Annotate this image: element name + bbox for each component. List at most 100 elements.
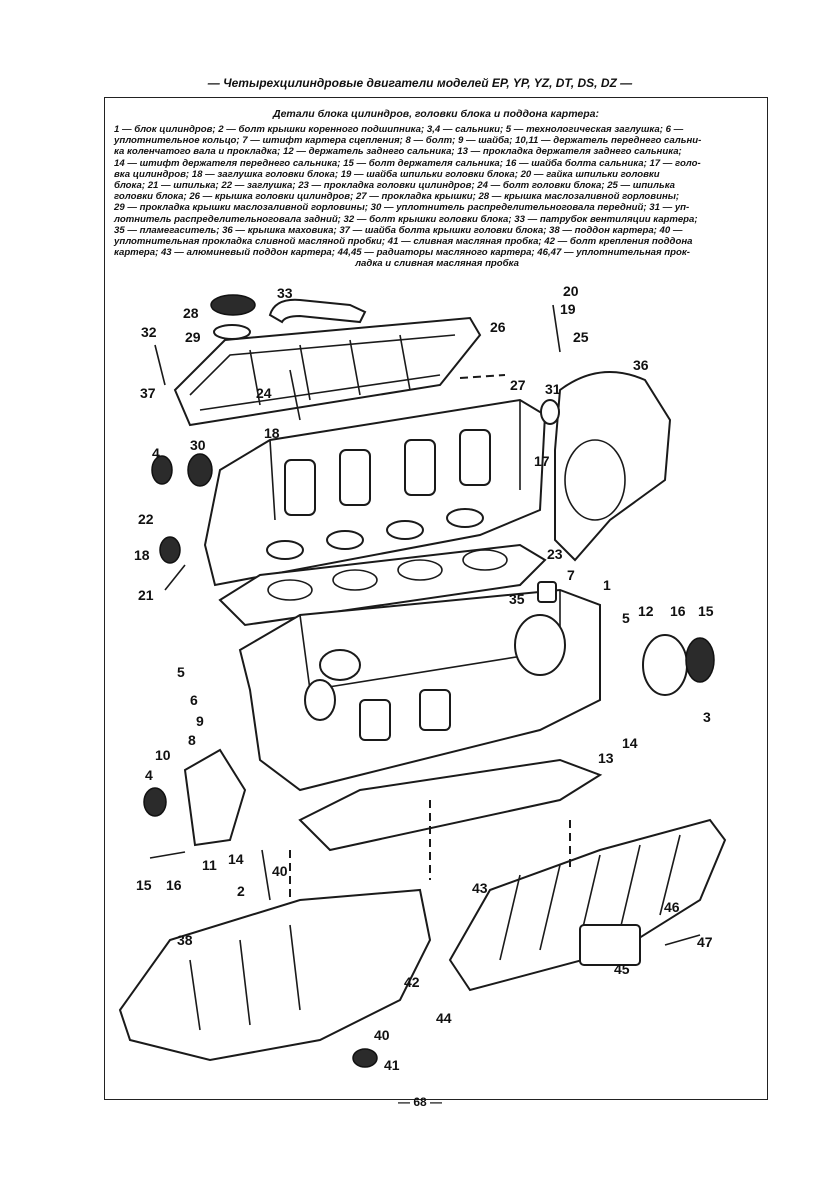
oil-pan-ribs xyxy=(189,924,301,1031)
caption-line: вка цилиндров; 18 — заглушка головки бло… xyxy=(114,168,660,180)
valve-cover-drawing xyxy=(173,316,482,427)
callout-7: 7 xyxy=(567,567,575,583)
callout-9: 9 xyxy=(196,713,204,729)
head-bolt-drawing xyxy=(289,369,301,421)
flame-arrester-drawing xyxy=(537,581,557,603)
rear-seal-drawing xyxy=(685,637,715,683)
caption-line: ка коленчатого вала и прокладка; 12 — де… xyxy=(114,146,682,158)
camshaft-seal-front-drawing xyxy=(187,453,213,487)
callout-15: 15 xyxy=(136,877,152,893)
callout-32: 32 xyxy=(141,324,157,340)
oil-filler-cap-drawing xyxy=(210,294,256,316)
callout-17: 17 xyxy=(534,453,550,469)
caption-line: картера; 43 — алюминевый поддон картера;… xyxy=(114,247,690,259)
caption-line: уплотнительная прокладка сливной масляно… xyxy=(114,236,693,248)
callout-40: 40 xyxy=(374,1027,390,1043)
callout-22: 22 xyxy=(138,511,154,527)
callout-40: 40 xyxy=(272,863,288,879)
callout-12: 12 xyxy=(638,603,654,619)
caption-line: лотнитель распределительноговала задний;… xyxy=(114,213,698,225)
callout-3: 3 xyxy=(703,709,711,725)
callout-45: 45 xyxy=(614,961,630,977)
main-bearing-bolt-drawing xyxy=(261,849,271,901)
caption-title: Детали блока цилиндров, головки блока и … xyxy=(272,108,600,120)
drain-plug-drawing xyxy=(352,1048,378,1068)
caption-line: 29 — прокладка крышки маслозаливной горл… xyxy=(114,202,690,214)
callout-38: 38 xyxy=(177,932,193,948)
camshaft-seal-rear-drawing xyxy=(540,399,560,425)
callout-13: 13 xyxy=(598,750,614,766)
callout-33: 33 xyxy=(277,285,293,301)
caption-line: 1 — блок цилиндров; 2 — болт крышки коре… xyxy=(114,124,684,135)
rear-seal-holder-drawing xyxy=(642,634,688,696)
callout-21: 21 xyxy=(138,587,154,603)
aluminium-sump-drawing xyxy=(448,818,727,992)
stud-drawing xyxy=(164,564,186,591)
callout-36: 36 xyxy=(633,357,649,373)
callout-35: 35 xyxy=(509,591,525,607)
callout-43: 43 xyxy=(472,880,488,896)
callout-30: 30 xyxy=(190,437,206,453)
callout-44: 44 xyxy=(436,1010,452,1026)
flywheel-cover-opening xyxy=(564,439,626,521)
callout-15: 15 xyxy=(698,603,714,619)
callout-2: 2 xyxy=(237,883,245,899)
callout-41: 41 xyxy=(384,1057,400,1073)
caption-legend: 1 — блок цилиндров; 2 — болт крышки коре… xyxy=(114,124,760,270)
callout-20: 20 xyxy=(563,283,579,299)
caption-line: головки блока; 26 — крышка головки цилин… xyxy=(114,191,680,203)
callout-42: 42 xyxy=(404,974,420,990)
caption-line: 14 — штифт держателя переднего сальника;… xyxy=(114,157,701,169)
figure-frame xyxy=(104,97,768,1100)
caption-line: ладка и сливная масляная пробка xyxy=(355,258,519,270)
callout-16: 16 xyxy=(670,603,686,619)
cover-gasket-drawing xyxy=(459,374,506,379)
callout-25: 25 xyxy=(573,329,589,345)
callout-28: 28 xyxy=(183,305,199,321)
callout-11: 11 xyxy=(202,857,217,873)
callout-47: 47 xyxy=(697,934,713,950)
callout-23: 23 xyxy=(547,546,563,562)
engine-exploded-diagram: 1 2 3 4 4 5 5 6 7 8 9 10 11 12 13 14 14 … xyxy=(118,283,727,1073)
callout-27: 27 xyxy=(510,377,526,393)
callout-14: 14 xyxy=(228,851,244,867)
drain-plug-bolt-drawing xyxy=(664,934,701,946)
front-seal-lower-drawing xyxy=(143,787,167,817)
front-seal-upper-drawing xyxy=(151,455,173,485)
page-header: — Четырехцилиндровые двигатели моделей E… xyxy=(207,76,633,90)
caption-line: 35 — пламегаситель; 36 — крышка маховика… xyxy=(114,224,683,236)
callout-19: 19 xyxy=(560,301,576,317)
block-lower-flange-drawing xyxy=(298,758,603,852)
breather-hose-drawing xyxy=(268,298,367,324)
cylinder-head-drawing xyxy=(203,398,547,587)
callout-10: 10 xyxy=(155,747,171,763)
callout-18: 18 xyxy=(264,425,280,441)
callout-18: 18 xyxy=(134,547,150,563)
callout-16: 16 xyxy=(166,877,182,893)
callout-29: 29 xyxy=(185,329,201,345)
head-gasket-drawing xyxy=(218,543,547,627)
callout-4: 4 xyxy=(152,445,160,461)
callout-31: 31 xyxy=(545,381,561,397)
callout-5: 5 xyxy=(177,664,185,680)
callout-8: 8 xyxy=(188,732,196,748)
callout-4: 4 xyxy=(145,767,153,783)
page-number: — 68 — xyxy=(397,1095,442,1109)
filler-cap-gasket-drawing xyxy=(213,324,251,340)
seal-holder-bolt-drawing xyxy=(149,851,186,859)
cover-bolt-drawing xyxy=(154,344,166,386)
caption-line: уплотнительное кольцо; 7 — штифт картера… xyxy=(114,135,702,147)
callout-37: 37 xyxy=(140,385,156,401)
callout-5: 5 xyxy=(622,610,630,626)
head-stud-drawing xyxy=(552,304,561,353)
head-plug-drawing xyxy=(159,536,181,564)
flywheel-cover-drawing xyxy=(554,371,672,562)
caption-line: блока; 21 — шпилька; 22 — заглушка; 23 —… xyxy=(114,180,676,192)
front-seal-holder-drawing xyxy=(183,748,247,847)
callout-24: 24 xyxy=(256,385,272,401)
callout-1: 1 xyxy=(603,577,611,593)
callout-46: 46 xyxy=(664,899,680,915)
engine-block-drawing xyxy=(238,588,601,792)
callout-26: 26 xyxy=(490,319,506,335)
callout-14: 14 xyxy=(622,735,638,751)
